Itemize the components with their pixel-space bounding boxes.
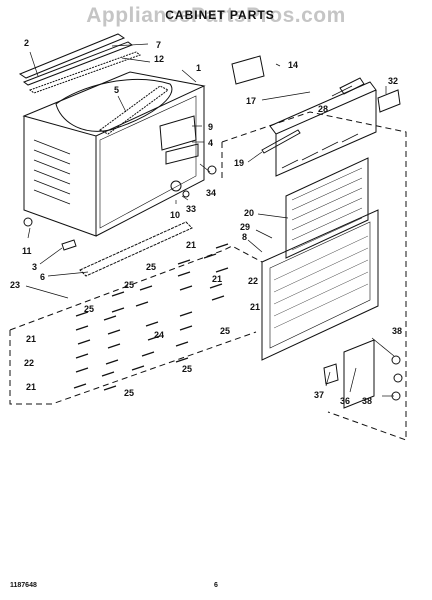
callout-23: 23 xyxy=(10,280,20,290)
callout-32: 32 xyxy=(388,76,398,86)
page-number: 6 xyxy=(214,582,218,589)
callout-12: 12 xyxy=(154,54,164,64)
mounting-kit-part xyxy=(323,339,403,409)
front-panel-boundary xyxy=(221,111,407,441)
callout-25-e: 25 xyxy=(182,364,192,374)
control-panel-part xyxy=(269,77,401,177)
callout-6: 6 xyxy=(40,272,45,282)
callout-2: 2 xyxy=(24,38,29,48)
callout-14: 14 xyxy=(288,60,298,70)
callout-20: 20 xyxy=(244,208,254,218)
leader-lines xyxy=(25,43,395,397)
clip-kit-boundary xyxy=(9,245,263,405)
callout-8: 8 xyxy=(242,232,247,242)
callout-38-b: 38 xyxy=(362,396,372,406)
callout-34: 34 xyxy=(206,188,216,198)
callout-25-a: 25 xyxy=(146,262,156,272)
callout-24: 24 xyxy=(154,330,164,340)
nut-part xyxy=(23,217,33,227)
callout-36: 36 xyxy=(340,396,350,406)
callout-17: 17 xyxy=(246,96,256,106)
filter-part xyxy=(285,157,369,259)
callout-3: 3 xyxy=(32,262,37,272)
clip-part xyxy=(182,190,190,198)
callout-37: 37 xyxy=(314,390,324,400)
callout-9: 9 xyxy=(208,122,213,132)
callout-21-b: 21 xyxy=(212,274,222,284)
front-grille-part xyxy=(261,209,379,361)
diagram-title: CABINET PARTS xyxy=(165,8,275,22)
rod-part xyxy=(261,129,301,154)
callout-10: 10 xyxy=(170,210,180,220)
callout-7: 7 xyxy=(156,40,161,50)
brace-part xyxy=(99,85,169,135)
callout-28: 28 xyxy=(318,104,328,114)
watermark: AppliancePartsPros.com xyxy=(86,4,346,27)
callout-22-b: 22 xyxy=(24,358,34,368)
clip-assortment xyxy=(73,243,229,391)
callout-1: 1 xyxy=(196,63,201,73)
callout-21-d: 21 xyxy=(26,334,36,344)
callout-21-e: 21 xyxy=(26,382,36,392)
callout-21-c: 21 xyxy=(250,302,260,312)
cabinet-shell xyxy=(22,71,206,237)
grommet-part xyxy=(170,180,182,192)
callout-21-a: 21 xyxy=(186,240,196,250)
callout-29: 29 xyxy=(240,222,250,232)
callout-22-a: 22 xyxy=(248,276,258,286)
callout-25-d: 25 xyxy=(220,326,230,336)
callout-11: 11 xyxy=(22,246,32,256)
callout-25-f: 25 xyxy=(124,388,134,398)
callout-38-a: 38 xyxy=(392,326,402,336)
callout-4: 4 xyxy=(208,138,213,148)
callout-25-c: 25 xyxy=(84,304,94,314)
bottom-support-part xyxy=(79,221,193,277)
callout-5: 5 xyxy=(114,85,119,95)
callout-25-b: 25 xyxy=(124,280,134,290)
callout-19: 19 xyxy=(234,158,244,168)
callout-33: 33 xyxy=(186,204,196,214)
fastener-part xyxy=(61,239,77,251)
side-rail-part xyxy=(159,115,197,151)
doc-number: 1187648 xyxy=(10,582,37,589)
bracket-part xyxy=(165,143,199,165)
clip-bracket-part xyxy=(231,55,265,85)
